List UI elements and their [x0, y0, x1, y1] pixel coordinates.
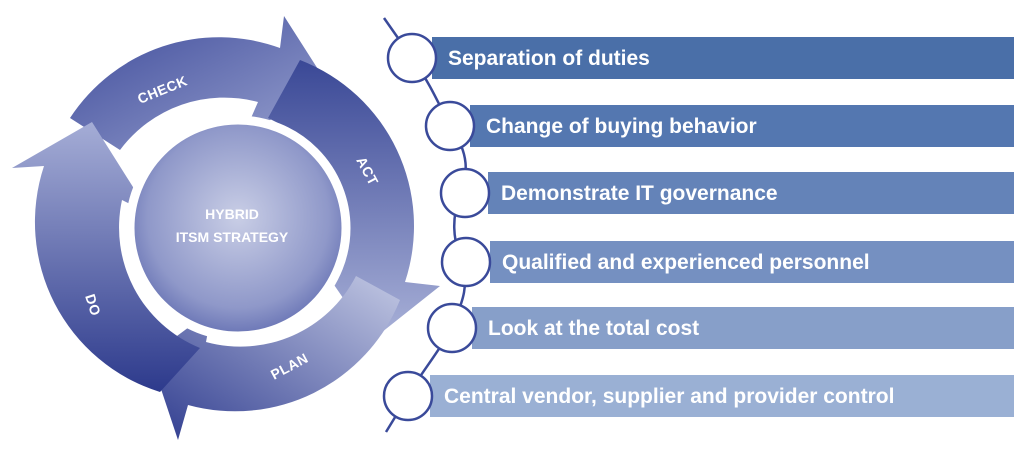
- list-item-bullet: [426, 302, 478, 354]
- list-item-bar: [488, 172, 1014, 214]
- list-item-bar: [472, 307, 1014, 349]
- center-label-line1: HYBRID: [205, 206, 259, 222]
- list-item-label: Separation of duties: [448, 47, 650, 70]
- list-item-label: Change of buying behavior: [486, 115, 757, 138]
- center-disc: [125, 115, 351, 341]
- list-item-bar: [470, 105, 1014, 147]
- segment-do: [12, 122, 200, 392]
- list-item-bullet: [440, 236, 492, 288]
- list-item-label: Demonstrate IT governance: [501, 182, 778, 205]
- list-item-bullet: [424, 100, 476, 152]
- list-item-label: Look at the total cost: [488, 317, 699, 340]
- connector-line: [382, 17, 467, 433]
- list-item-label: Qualified and experienced personnel: [502, 251, 870, 274]
- pdca-cycle-diagram: HYBRID ITSM STRATEGY CHECK ACT PLAN DO: [12, 16, 440, 440]
- list-item-bar: [432, 37, 1014, 79]
- segment-check: [70, 16, 330, 150]
- list-item-bar: [430, 375, 1014, 417]
- list-item-bar: [490, 241, 1014, 283]
- list-item-bullet: [386, 32, 438, 84]
- segment-plan: [150, 276, 400, 440]
- segment-act: [268, 60, 440, 340]
- list-item-bullet: [382, 370, 434, 422]
- list-item-label: Central vendor, supplier and provider co…: [444, 385, 894, 408]
- center-label-line2: ITSM STRATEGY: [176, 229, 289, 245]
- list-item-bullet: [439, 167, 491, 219]
- phase-label-do: DO: [82, 292, 104, 318]
